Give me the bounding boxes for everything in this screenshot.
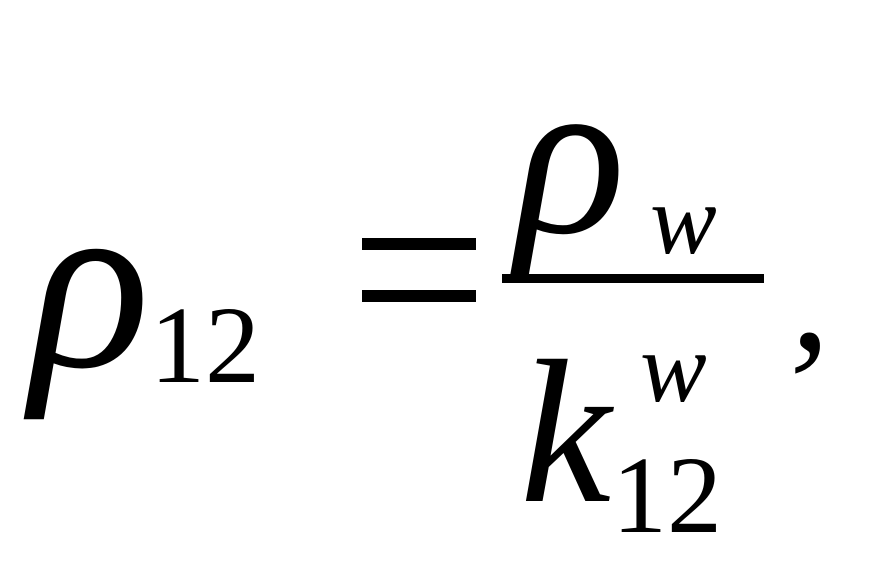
trailing-comma: ,	[790, 206, 830, 384]
equals-bar-top	[362, 238, 476, 250]
denominator-k-symbol: k	[520, 319, 611, 546]
lhs-subscript: 12	[150, 284, 260, 406]
fraction-line	[502, 274, 764, 283]
numerator-subscript: w	[650, 164, 717, 275]
denominator-superscript: w	[640, 312, 707, 423]
equals-bar-bottom	[362, 290, 476, 302]
numerator-rho-symbol: ρ	[515, 27, 626, 282]
lhs-rho-symbol: ρ	[30, 144, 150, 421]
denominator-subscript: 12	[612, 434, 722, 556]
